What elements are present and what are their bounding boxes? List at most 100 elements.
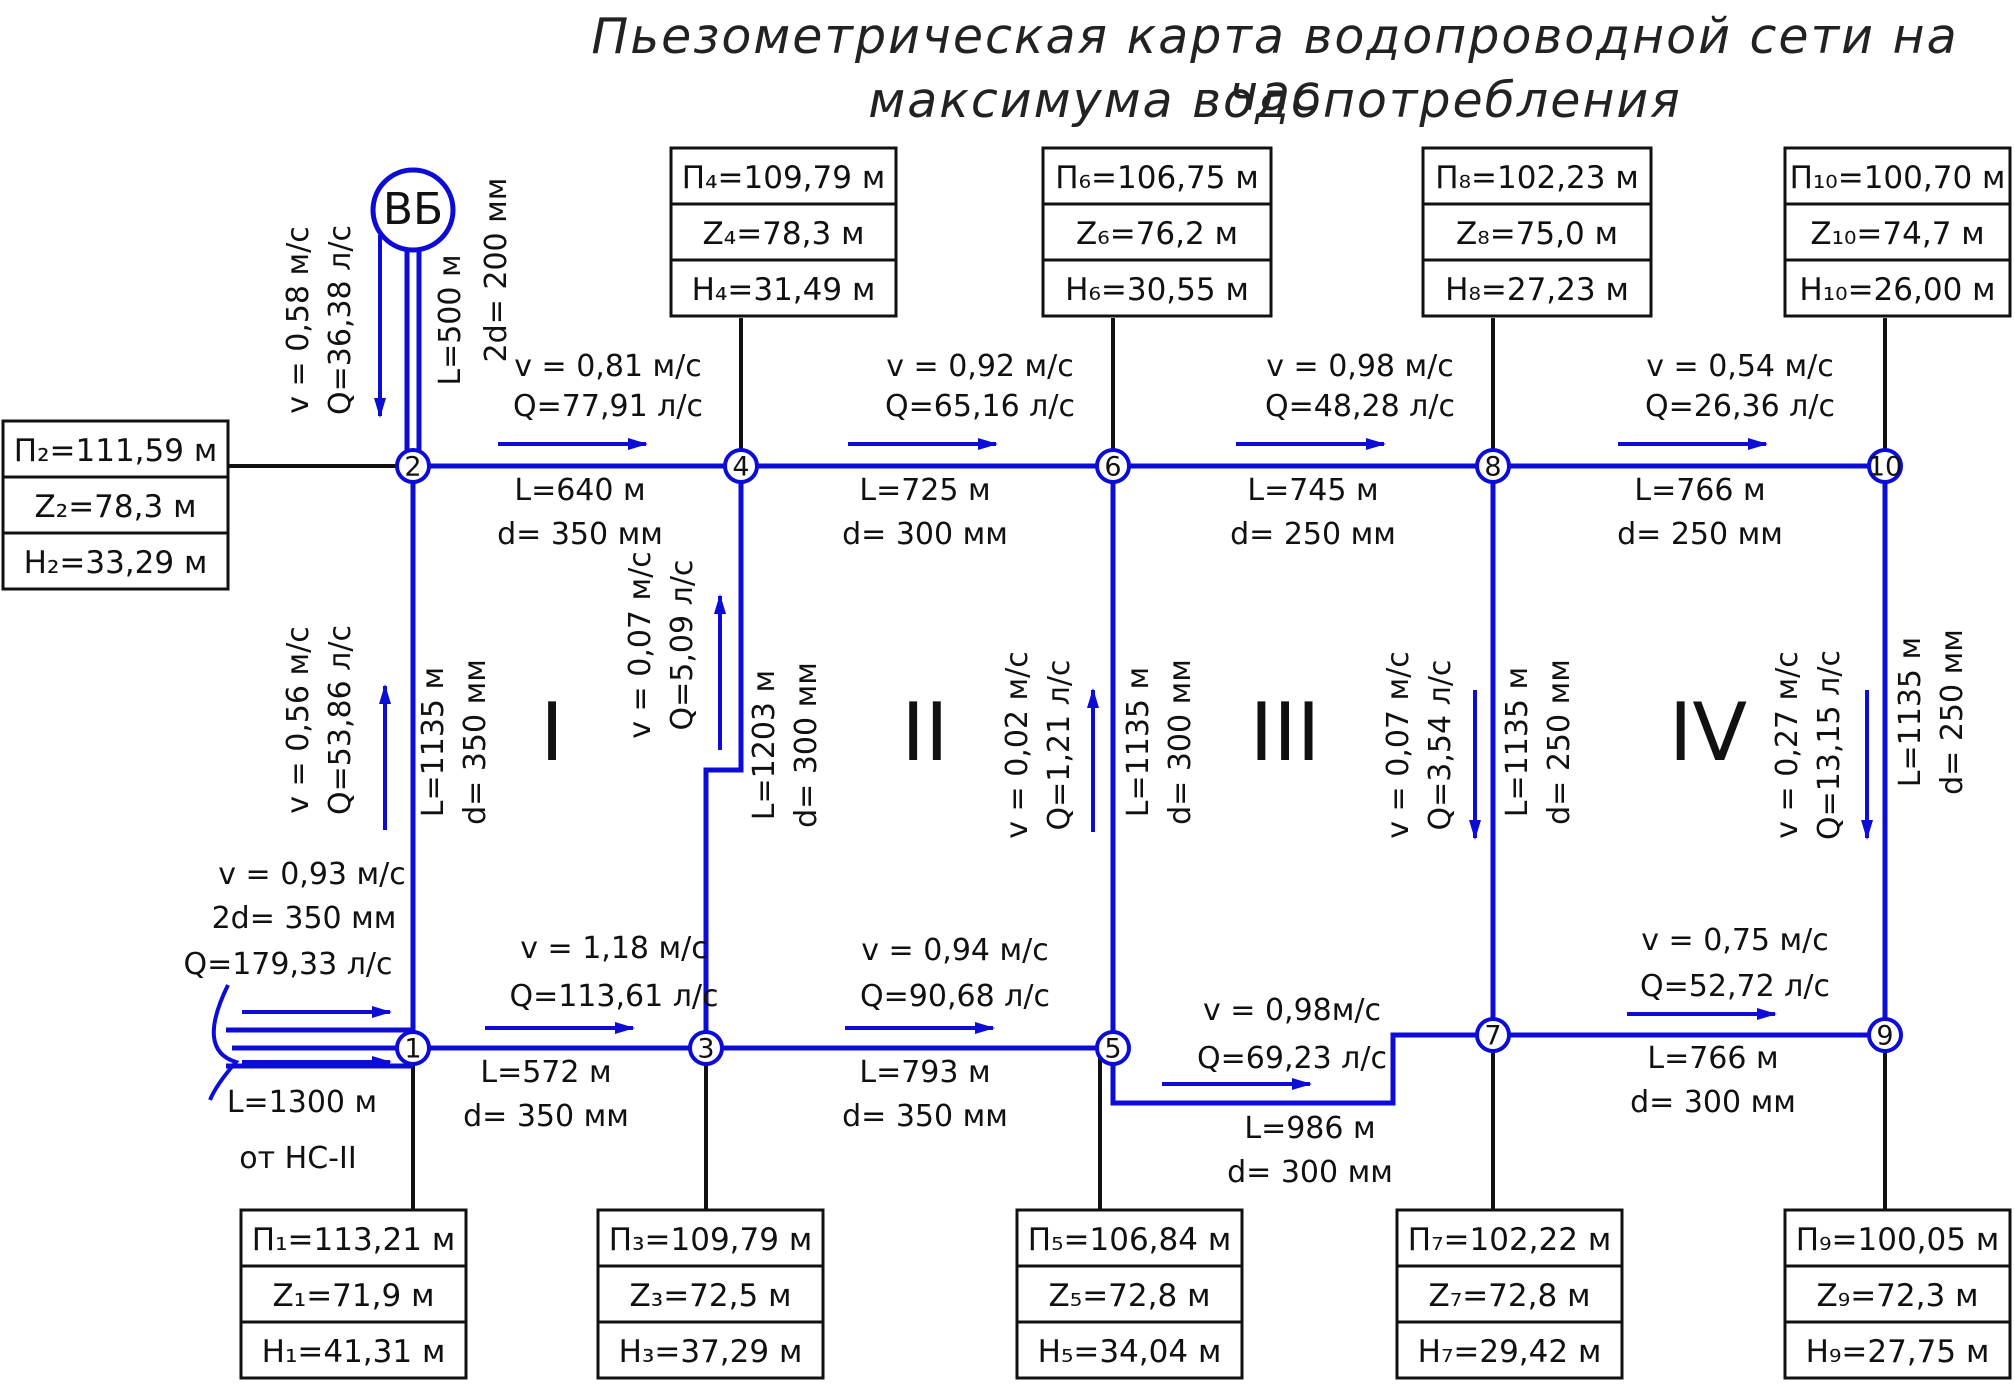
map-title-line-2: максимума водопотребления bbox=[868, 72, 1682, 129]
node-8-ground-elevation: Z₈=75,0 м bbox=[1456, 216, 1618, 252]
node-7-ground-elevation: Z₇=72,8 м bbox=[1429, 1278, 1591, 1314]
node-1-free-head: H₁=41,31 м bbox=[262, 1334, 446, 1370]
node-2-piezometric-level: П₂=111,59 м bbox=[14, 433, 217, 469]
node-circle-7 bbox=[1475, 1017, 1511, 1053]
pipe-6-8-flow: Q=48,28 л/с bbox=[1265, 389, 1455, 424]
node-number-8: 8 bbox=[1484, 452, 1501, 483]
pipe-4-6-velocity: v = 0,92 м/с bbox=[886, 349, 1074, 384]
pipe-2-4-flow: Q=77,91 л/с bbox=[513, 389, 703, 424]
node-7-piezometric-level: П₇=102,22 м bbox=[1408, 1222, 1611, 1258]
pipe-8-7-velocity: v = 0,07 м/с bbox=[1381, 651, 1416, 839]
ring-label-3: III bbox=[1250, 686, 1321, 779]
node-number-1: 1 bbox=[404, 1034, 421, 1065]
node-info-frame-3 bbox=[596, 1208, 825, 1380]
node-info-box-3: П₃=109,79 мZ₃=72,5 мH₃=37,29 м bbox=[596, 1208, 825, 1380]
pipe-4-6-flow: Q=65,16 л/с bbox=[885, 389, 1075, 424]
pipe-10-9-flow: Q=13,15 л/с bbox=[1812, 650, 1847, 840]
pipe-1-3-length: L=572 м bbox=[480, 1055, 611, 1090]
node-10-ground-elevation: Z₁₀=74,7 м bbox=[1810, 216, 1984, 252]
node-7: 7 bbox=[1475, 1017, 1511, 1053]
node-4-piezometric-level: П₄=109,79 м bbox=[682, 160, 885, 196]
pipe-3-5-velocity: v = 0,94 м/с bbox=[861, 933, 1049, 968]
node-circle-1 bbox=[395, 1030, 431, 1066]
pipe-1-3-diameter: d= 350 мм bbox=[463, 1099, 629, 1134]
node-circle-9 bbox=[1867, 1017, 1903, 1053]
tower-length: L=500 м bbox=[433, 254, 468, 385]
node-info-box-9: П₉=100,05 мZ₉=72,3 мH₉=27,75 м bbox=[1783, 1208, 2012, 1380]
water-tower-icon bbox=[370, 167, 456, 253]
node-info-box-1: П₁=113,21 м Z₁=71,9 м H₁=41,31 м bbox=[239, 1208, 468, 1380]
pipe-5-7-flow: Q=69,23 л/с bbox=[1197, 1041, 1387, 1076]
pipe-3-4-flow: Q=5,09 л/с bbox=[665, 560, 700, 731]
pipe-3-5-diameter: d= 350 мм bbox=[842, 1099, 1008, 1134]
node-1-ground-elevation: Z₁=71,9 м bbox=[273, 1278, 435, 1314]
pipe-3-4-length: L=1203 м bbox=[747, 670, 782, 820]
node-info-box-2: П₂=111,59 м Z₂=78,3 м H₂=33,29 м bbox=[1, 419, 230, 591]
pipe-8-7-diameter: d= 250 мм bbox=[1542, 659, 1577, 825]
pipe-5-7-diameter: d= 300 мм bbox=[1227, 1155, 1393, 1190]
node-number-5: 5 bbox=[1104, 1034, 1121, 1065]
pipe-10-9-velocity: v = 0,27 м/с bbox=[1770, 651, 1805, 839]
pipe-10-9-diameter: d= 250 мм bbox=[1935, 629, 1970, 795]
pipe-7-9-diameter: d= 300 мм bbox=[1630, 1085, 1796, 1120]
node-7-free-head: H₇=29,42 м bbox=[1418, 1334, 1602, 1370]
node-info-box-6: П₆=106,75 м Z₆=76,2 м H₆=30,55 м bbox=[1041, 146, 1273, 318]
pipe-1-3-flow: Q=113,61 л/с bbox=[509, 979, 718, 1014]
pipe-6-8-diameter: d= 250 мм bbox=[1230, 517, 1396, 552]
pipe-8-10-velocity: v = 0,54 м/с bbox=[1646, 349, 1834, 384]
pipe-3-4-velocity: v = 0,07 м/с bbox=[623, 551, 658, 739]
pipe-5-6-flow: Q=1,21 л/с bbox=[1042, 660, 1077, 831]
pipe-5-7 bbox=[1110, 1032, 1493, 1106]
tower-velocity: v = 0,58 м/с bbox=[281, 226, 316, 414]
node-2-ground-elevation: Z₂=78,3 м bbox=[35, 489, 197, 525]
pipe-10-9-length: L=1135 м bbox=[1893, 637, 1928, 787]
node-5-ground-elevation: Z₅=72,8 м bbox=[1049, 1278, 1211, 1314]
pipe-2-4-diameter: d= 350 мм bbox=[497, 517, 663, 552]
node-number-4: 4 bbox=[732, 452, 749, 483]
node-3: 3 bbox=[688, 1030, 724, 1066]
node-info-frame-4 bbox=[669, 146, 898, 318]
node-6-piezometric-level: П₆=106,75 м bbox=[1055, 160, 1258, 196]
ring-label-2: II bbox=[901, 686, 948, 779]
pipe-1-2-length: L=1135 м bbox=[416, 667, 451, 817]
pipe-5-7-velocity: v = 0,98м/с bbox=[1203, 993, 1381, 1028]
node-number-2: 2 bbox=[404, 452, 421, 483]
node-circle-2 bbox=[395, 448, 431, 484]
node-circle-10 bbox=[1867, 448, 1903, 484]
pipe-5-6-length: L=1135 м bbox=[1121, 667, 1156, 817]
node-6-free-head: H₆=30,55 м bbox=[1065, 272, 1249, 308]
node-info-frame-6 bbox=[1041, 146, 1273, 318]
pipe-7-9-velocity: v = 0,75 м/с bbox=[1641, 923, 1829, 958]
inlet-flow: Q=179,33 л/с bbox=[183, 947, 392, 982]
map-title-line-1: Пьезометрическая карта водопроводной сет… bbox=[591, 8, 1959, 122]
node-info-frame-8 bbox=[1421, 146, 1653, 318]
node-10-piezometric-level: П₁₀=100,70 м bbox=[1790, 160, 2006, 196]
ring-label-4: IV bbox=[1669, 686, 1748, 779]
node-4-free-head: H₄=31,49 м bbox=[692, 272, 876, 308]
node-2-free-head: H₂=33,29 м bbox=[24, 545, 208, 581]
pipe-1-3-velocity: v = 1,18 м/с bbox=[520, 931, 708, 966]
node-number-9: 9 bbox=[1876, 1021, 1893, 1052]
pipe-3-4 bbox=[703, 466, 744, 1048]
node-info-box-4: П₄=109,79 мZ₄=78,3 мH₄=31,49 м bbox=[669, 146, 898, 318]
pipe-8-10-flow: Q=26,36 л/с bbox=[1645, 389, 1835, 424]
node-5-piezometric-level: П₅=106,84 м bbox=[1028, 1222, 1231, 1258]
node-6: 6 bbox=[1095, 448, 1131, 484]
node-1-piezometric-level: П₁=113,21 м bbox=[252, 1222, 455, 1258]
tower-diameter: 2d= 200 мм bbox=[479, 178, 514, 363]
pipe-3-5-flow: Q=90,68 л/с bbox=[860, 979, 1050, 1014]
node-info-box-7: П₇=102,22 м Z₇=72,8 м H₇=29,42 м bbox=[1395, 1208, 1624, 1380]
node-6-ground-elevation: Z₆=76,2 м bbox=[1076, 216, 1238, 252]
node-info-box-8: П₈=102,23 мZ₈=75,0 мH₈=27,23 м bbox=[1421, 146, 1653, 318]
pipe-1-2-diameter: d= 350 мм bbox=[458, 659, 493, 825]
node-9-free-head: H₉=27,75 м bbox=[1806, 1334, 1990, 1370]
node-circle-8 bbox=[1475, 448, 1511, 484]
node-3-ground-elevation: Z₃=72,5 м bbox=[630, 1278, 792, 1314]
node-info-frame-10 bbox=[1783, 146, 2012, 318]
pipe-1-2-velocity: v = 0,56 м/с bbox=[281, 626, 316, 814]
pipe-4-6-length: L=725 м bbox=[859, 473, 990, 508]
inlet-length: L=1300 м bbox=[227, 1085, 377, 1120]
pipe-6-8-length: L=745 м bbox=[1247, 473, 1378, 508]
